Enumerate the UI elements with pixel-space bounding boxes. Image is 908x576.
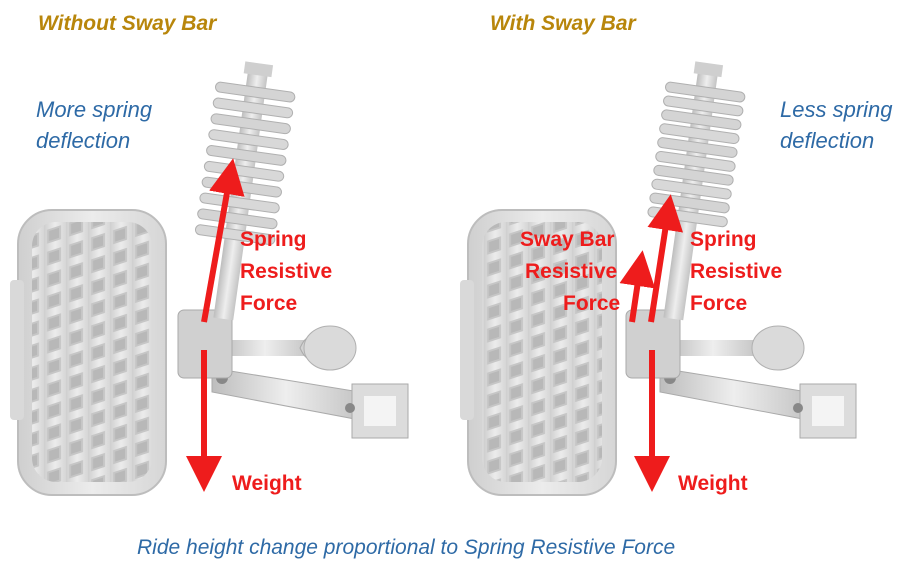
right-tire xyxy=(460,209,617,496)
left-suspension xyxy=(10,61,409,496)
diagram-caption: Ride height change proportional to Sprin… xyxy=(137,536,676,559)
right-control-arm xyxy=(659,367,857,439)
right-sway-bar-force-arrow xyxy=(619,250,656,323)
left-weight-label: Weight xyxy=(232,472,302,495)
left-deflection-note-line1: More spring xyxy=(36,97,153,122)
right-deflection-note-line1: Less spring xyxy=(780,97,893,122)
left-panel-title: Without Sway Bar xyxy=(38,12,217,35)
left-spring-force-label-1: Spring xyxy=(240,228,307,251)
left-deflection-note-line2: deflection xyxy=(36,128,131,153)
left-spring-force-label-3: Force xyxy=(240,292,298,315)
right-spring-strut xyxy=(647,61,746,321)
right-spring-force-label-1: Spring xyxy=(690,228,757,251)
right-sway-bar-force-label-3: Force xyxy=(563,292,621,315)
right-panel-title: With Sway Bar xyxy=(490,12,636,35)
right-weight-label: Weight xyxy=(678,472,748,495)
right-deflection-note-line2: deflection xyxy=(780,128,875,153)
right-sway-bar-force-label-1: Sway Bar xyxy=(520,228,615,251)
left-spring-force-arrow xyxy=(201,158,245,323)
left-axle xyxy=(177,309,357,379)
right-sway-bar-force-label-2: Resistive xyxy=(525,260,618,283)
left-tire xyxy=(10,209,167,496)
right-spring-force-arrow xyxy=(647,194,684,323)
right-spring-force-label-3: Force xyxy=(690,292,748,315)
right-suspension xyxy=(460,61,857,496)
left-spring-force-label-2: Resistive xyxy=(240,260,333,283)
left-control-arm xyxy=(211,367,409,439)
right-axle xyxy=(625,309,805,379)
right-spring-force-label-2: Resistive xyxy=(690,260,783,283)
